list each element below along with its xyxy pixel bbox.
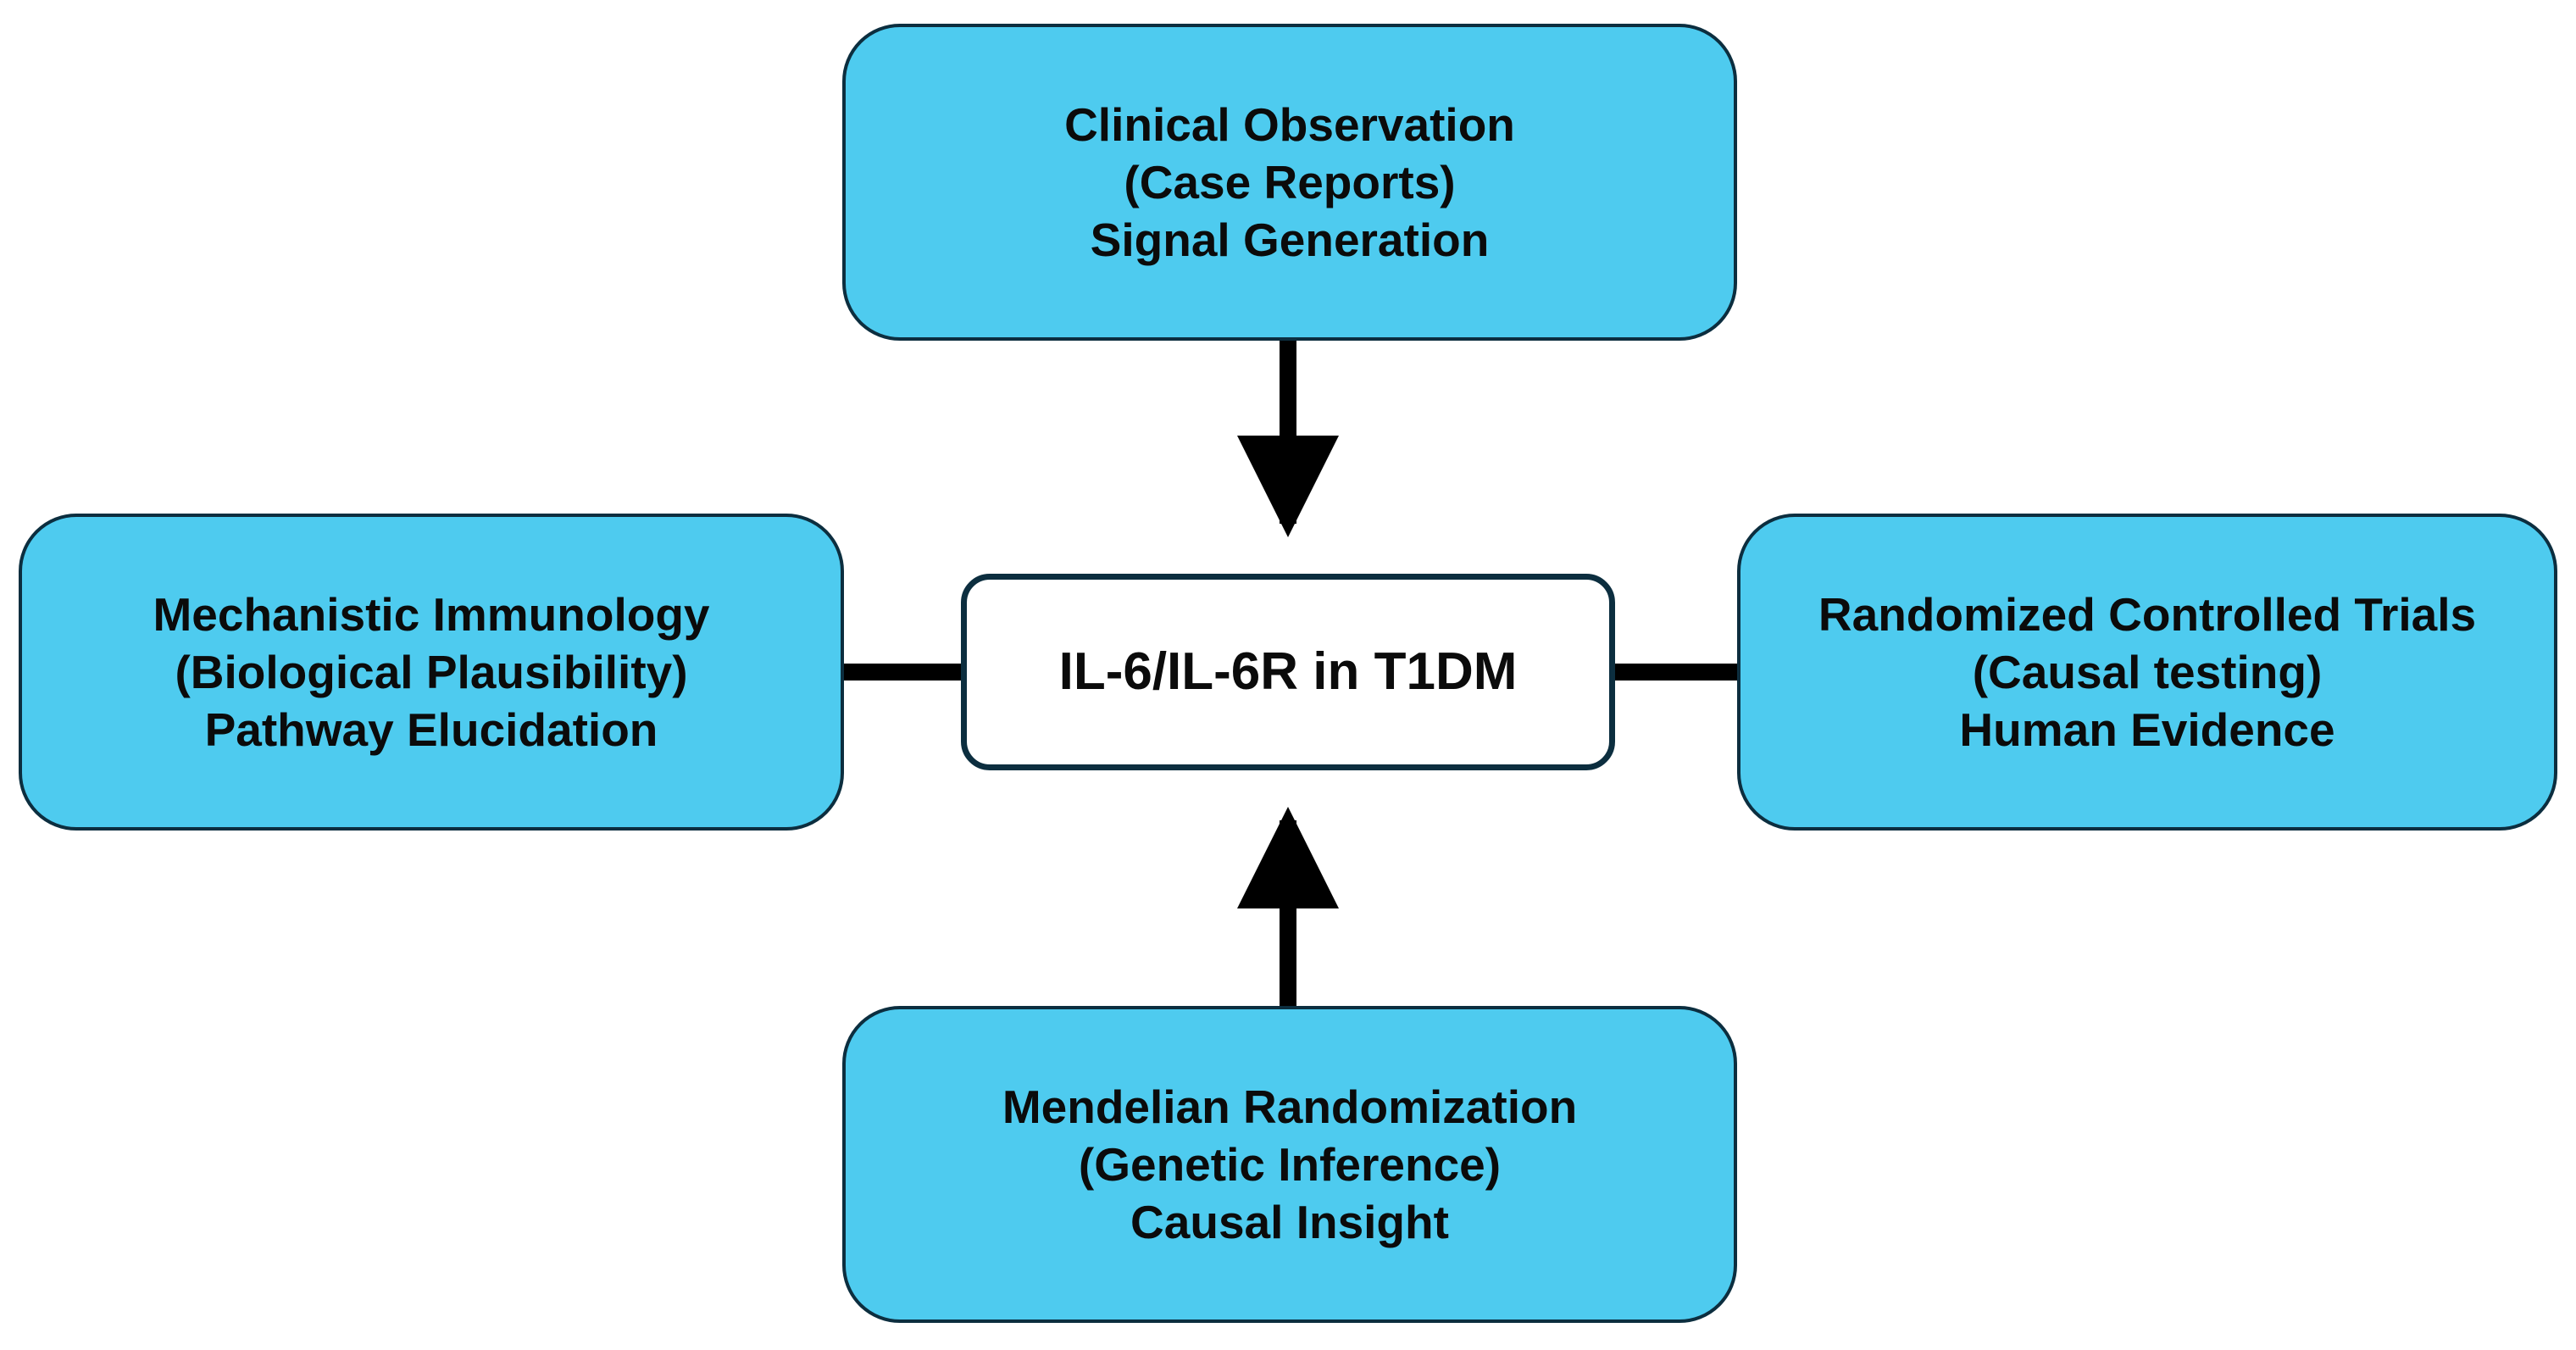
node-mendelian-randomization: Mendelian Randomization (Genetic Inferen… xyxy=(842,1006,1737,1323)
center-label: IL-6/IL-6R in T1DM xyxy=(1058,642,1518,701)
node-title: Mechanistic Immunology xyxy=(153,588,710,641)
node-subtitle: (Biological Plausibility) xyxy=(175,646,688,698)
node-outcome: Human Evidence xyxy=(1959,703,2335,756)
node-outcome: Causal Insight xyxy=(1130,1196,1449,1248)
node-title: Clinical Observation xyxy=(1064,98,1515,151)
node-subtitle: (Causal testing) xyxy=(1972,646,2323,698)
node-outcome: Signal Generation xyxy=(1090,214,1490,266)
node-clinical-observation: Clinical Observation (Case Reports) Sign… xyxy=(842,24,1737,341)
node-outcome: Pathway Elucidation xyxy=(204,703,658,756)
node-title: Randomized Controlled Trials xyxy=(1818,588,2477,641)
node-title: Mendelian Randomization xyxy=(1002,1081,1578,1133)
node-randomized-controlled-trials: Randomized Controlled Trials (Causal tes… xyxy=(1737,514,2557,831)
node-mechanistic-immunology: Mechanistic Immunology (Biological Plaus… xyxy=(19,514,844,831)
node-subtitle: (Case Reports) xyxy=(1124,156,1456,208)
node-subtitle: (Genetic Inference) xyxy=(1078,1138,1502,1191)
node-center-il6-t1dm: IL-6/IL-6R in T1DM xyxy=(961,574,1615,770)
